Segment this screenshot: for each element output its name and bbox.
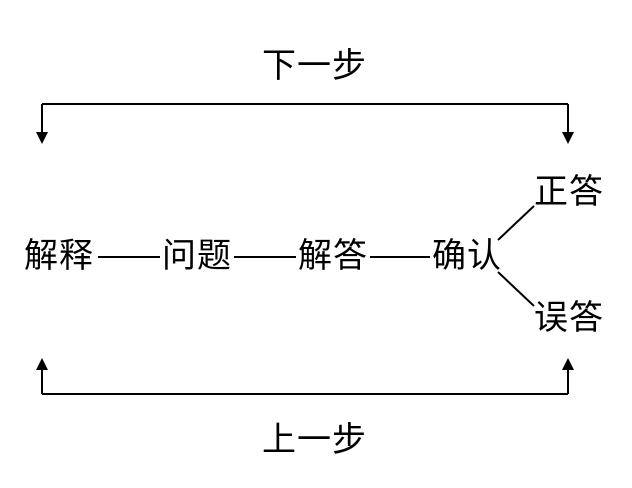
node-correct-answer: 正答 [534,172,604,212]
next-step-label: 下一步 [262,46,367,86]
node-confirm: 确认 [432,236,502,276]
node-answer: 解答 [298,236,368,276]
node-wrong-answer: 误答 [534,298,604,338]
edge-confirm-wrong [497,271,535,307]
edge-confirm-correct [497,205,535,241]
prev-step-label: 上一步 [262,420,367,460]
node-explain: 解释 [24,236,94,276]
node-question: 问题 [162,236,232,276]
